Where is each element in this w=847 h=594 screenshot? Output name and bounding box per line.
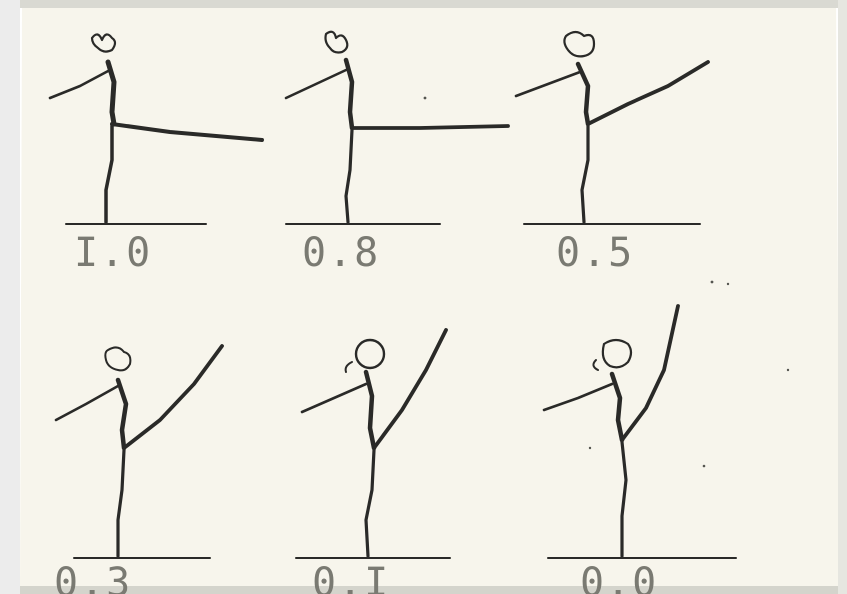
figure-2-raised-leg [350,124,510,130]
figure-5-head [354,338,386,370]
figure-6-head [601,338,633,369]
figure-6-label: 0.0 [580,560,658,594]
figure-3-standing-leg [580,124,590,224]
figure-1-arm [48,68,112,100]
figure-5-torso [363,369,377,451]
figure-3 [514,30,710,225]
figure-3-arm [514,70,582,98]
figure-2-arm [284,68,348,100]
figure-5-label: 0.I [312,560,390,594]
figure-4-label: 0.3 [54,560,132,594]
figure-6-hair-tuft [592,359,599,371]
figure-1-head-scribble [90,33,117,53]
top-shadow-strip [0,0,847,8]
figure-1 [48,33,264,225]
figure-4-arm [54,384,120,422]
figure-3-raised-leg [586,60,710,126]
figure-2-torso [343,57,355,131]
figure-4 [54,344,224,559]
paper-specks [423,96,790,468]
figure-1-label: I.0 [74,230,152,276]
figure-6-torso [609,371,625,443]
figure-1-raised-leg [110,122,264,142]
figure-5-arm [300,382,368,414]
figure-2-label: 0.8 [302,230,380,276]
figure-6-standing-leg [620,440,628,558]
figure-6-raised-leg [620,304,680,442]
figure-5-raised-leg [372,328,448,450]
figure-5 [295,328,451,559]
figure-4-standing-leg [116,448,126,558]
figure-2-standing-leg [344,128,354,224]
figure-5-hair-tuft [344,361,353,373]
figure-6-arm [542,382,614,412]
figure-4-head-scribble [104,346,132,372]
bottom-shadow-strip [0,586,847,594]
figure-3-torso [575,61,591,127]
figure-4-torso [115,377,129,451]
figure-5-standing-leg [364,448,376,558]
figure-2-head-scribble [324,30,349,54]
figure-3-head-scribble [563,30,596,58]
left-shadow-strip [0,0,20,594]
figure-1-torso [105,59,117,127]
figure-2 [284,30,510,225]
figure-1-standing-leg [104,124,114,224]
figure-4-raised-leg [122,344,224,450]
right-shadow-strip [838,0,847,594]
paper-sheet [20,2,840,590]
figure-6 [542,304,737,559]
figure-3-label: 0.5 [556,230,634,276]
